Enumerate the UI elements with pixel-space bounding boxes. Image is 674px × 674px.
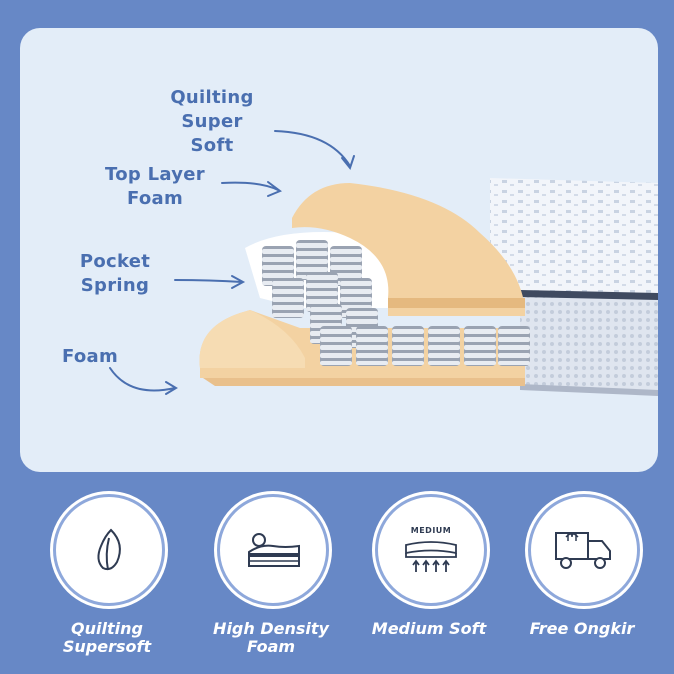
feature-quilting-supersoft: Quilting Supersoft — [27, 492, 187, 674]
leaf-icon — [97, 528, 121, 571]
feature-free-ongkir: Free Ongkir — [502, 492, 662, 674]
mattress-illustration — [109, 130, 658, 396]
feature-icons-row: Quilting Supersoft High Density Foam MED… — [0, 492, 674, 674]
product-panel: Quilting Super Soft Top Layer Foam Pocke… — [20, 28, 658, 472]
feature-circle — [53, 494, 165, 606]
mattress-piping — [520, 290, 658, 300]
delivery-truck-icon — [555, 532, 611, 569]
feature-label: High Density Foam — [213, 619, 329, 656]
label-pocket-spring: Pocket Spring — [79, 251, 151, 296]
base-foam-shadow — [200, 376, 525, 386]
feature-high-density-foam: High Density Foam — [191, 492, 351, 674]
feature-circle — [528, 494, 640, 606]
feature-label: Medium Soft — [371, 619, 487, 638]
label-top-layer-foam: Top Layer Foam — [105, 164, 205, 209]
firmness-icon: MEDIUM — [402, 526, 460, 575]
feature-circle — [217, 494, 329, 606]
feature-label: Quilting Supersoft — [62, 619, 152, 656]
medium-badge: MEDIUM — [410, 525, 452, 535]
feature-circle: MEDIUM — [375, 494, 487, 606]
label-quilting-super-soft: Quilting Super Soft — [170, 87, 254, 156]
pointer-arrows — [109, 130, 355, 395]
label-foam: Foam — [61, 346, 119, 367]
top-foam-layer — [292, 183, 525, 316]
feature-label: Free Ongkir — [529, 619, 635, 638]
mattress-side-mesh — [520, 290, 658, 396]
foam-bed-icon — [248, 533, 300, 567]
mattress-top-quilt — [490, 178, 658, 293]
feature-medium-soft: MEDIUM Medium Soft — [349, 492, 509, 674]
